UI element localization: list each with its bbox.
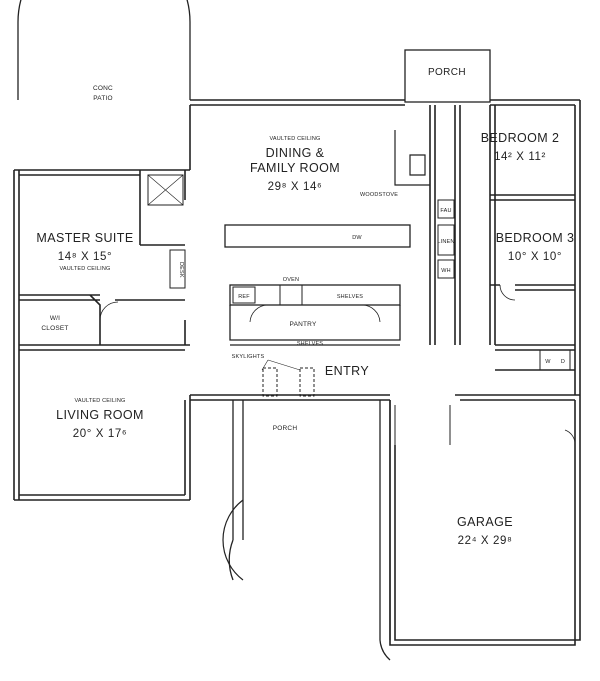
master-shower — [147, 174, 184, 206]
conc-patio-line2: PATIO — [93, 95, 113, 102]
fau-box — [437, 199, 455, 219]
wi-closet-line1: W/I — [50, 315, 60, 322]
living-right-wall — [184, 395, 191, 500]
wd-box — [539, 349, 571, 371]
wi-closet-line2: CLOSET — [41, 325, 68, 332]
top-porch-label: PORCH — [428, 67, 466, 78]
wh-box — [437, 259, 455, 279]
garage-stair — [394, 405, 451, 445]
oven-label: OVEN — [283, 277, 299, 283]
dining-name-line1: DINING & — [266, 146, 325, 160]
skylights-label: SKYLIGHTS — [232, 354, 265, 360]
linen-label: LINEN — [437, 239, 454, 245]
pantry-doors — [249, 304, 381, 323]
bedroom3-bottom-wall — [490, 284, 575, 291]
living-note: VAULTED CEILING — [74, 398, 125, 404]
living-bottom-wall — [14, 494, 190, 501]
wh-label: WH — [441, 268, 451, 274]
bath-door — [499, 284, 516, 301]
skylight-2 — [299, 367, 315, 397]
outer-wall-left-master — [13, 170, 20, 500]
outer-wall-top — [190, 99, 580, 106]
skylight-leaders — [261, 359, 301, 371]
linen-box — [437, 224, 455, 256]
bedroom-left-wall — [489, 105, 496, 345]
master-size: 14⁸ X 15° — [58, 251, 113, 263]
garage-walls — [389, 395, 581, 646]
dining-note: VAULTED CEILING — [269, 136, 320, 142]
entry-front-wall — [190, 394, 580, 401]
garage-size: 22⁴ X 29⁸ — [458, 535, 513, 547]
bedroom2-size: 14² X 11² — [494, 151, 546, 163]
skylight-1 — [262, 367, 278, 397]
garage-name: GARAGE — [457, 515, 513, 529]
corridor-left — [429, 105, 436, 345]
bedroom2-bottom-wall — [490, 194, 575, 201]
bedroom3-name: BEDROOM 3 — [496, 231, 575, 245]
corridor-right — [454, 105, 461, 345]
ref — [232, 286, 256, 304]
outer-wall-right-upper — [574, 100, 581, 395]
entry-label: ENTRY — [325, 364, 369, 378]
dining-size: 29⁸ X 14⁶ — [268, 181, 323, 193]
wd-label-w: W — [545, 359, 551, 365]
living-name: LIVING ROOM — [56, 408, 144, 422]
closet-door — [99, 301, 119, 321]
woodstove-box — [394, 130, 430, 186]
dw-label: DW — [352, 235, 362, 241]
pantry-block — [229, 284, 401, 306]
master-bottom-wall — [19, 320, 190, 351]
bedroom2-name: BEDROOM 2 — [481, 131, 560, 145]
front-porch-outline — [228, 400, 391, 661]
master-right-wall — [184, 105, 191, 200]
garage-door — [564, 429, 576, 446]
porch-arc-left — [222, 499, 244, 581]
master-name: MASTER SUITE — [36, 231, 133, 245]
kitchen-island — [224, 224, 411, 248]
ref-label: REF — [238, 294, 250, 300]
bath-walls — [495, 344, 575, 371]
desk-label: DESK — [178, 262, 184, 278]
dining-name-line2: FAMILY ROOM — [250, 161, 340, 175]
pantry-walls — [229, 305, 401, 346]
master-closet-walls — [19, 294, 185, 345]
master-note: VAULTED CEILING — [59, 266, 110, 272]
master-top-wall — [14, 169, 140, 176]
master-shower-x — [147, 174, 184, 206]
bedroom3-size: 10° X 10° — [508, 251, 562, 263]
master-bath-walls — [139, 169, 190, 246]
living-size: 20° X 17⁶ — [73, 428, 127, 440]
pantry-label: PANTRY — [290, 321, 317, 328]
shelves-bottom-label: SHELVES — [297, 341, 323, 347]
front-porch-label: PORCH — [273, 425, 298, 432]
conc-patio-line1: CONC — [93, 85, 113, 92]
oven — [279, 284, 303, 306]
wd-label-d: D — [561, 359, 565, 365]
fau-label: FAU — [440, 208, 451, 214]
master-desk — [169, 249, 186, 289]
shelves-top-label: SHELVES — [337, 294, 363, 300]
woodstove-label: WOODSTOVE — [360, 192, 398, 198]
top-porch-outline — [404, 49, 491, 103]
